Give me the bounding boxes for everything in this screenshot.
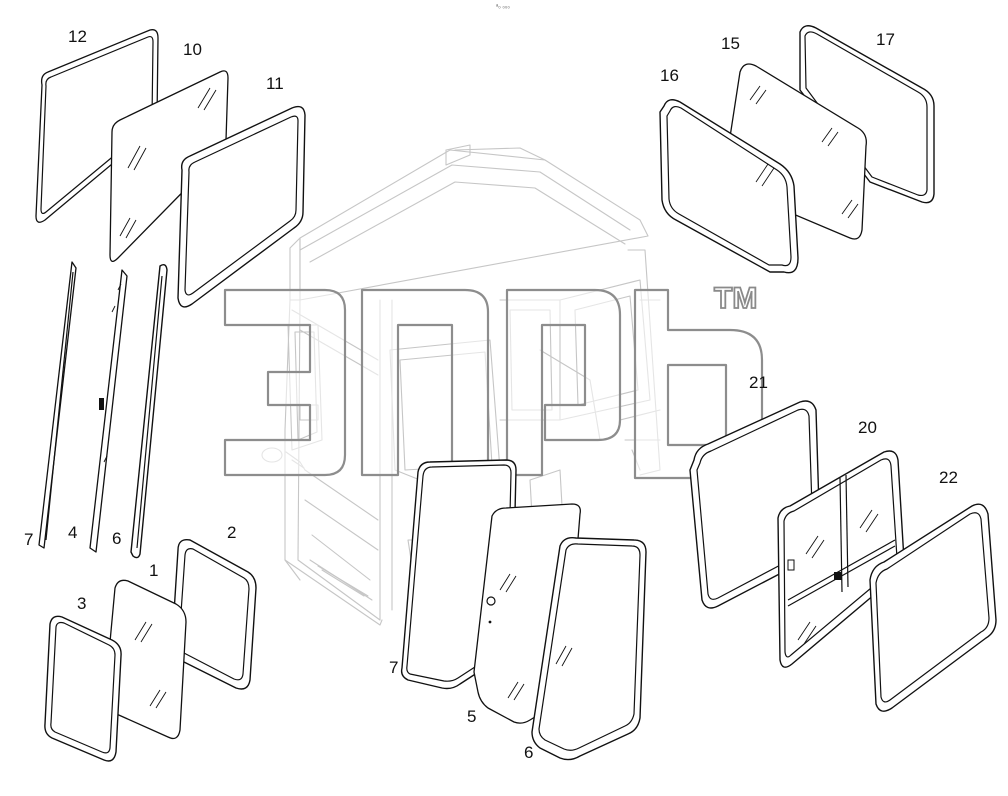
callout-10: 10	[183, 40, 202, 59]
seal-part-3	[44, 615, 122, 762]
callout-6-door: 6	[524, 743, 534, 762]
callout-16: 16	[660, 66, 679, 85]
corner-mark: ᵃ₀ ₀₀₀	[496, 4, 510, 10]
seal-part-6-door	[531, 536, 647, 761]
strip-part-4	[89, 269, 128, 553]
callout-3: 3	[77, 594, 87, 613]
callout-22: 22	[939, 468, 958, 487]
callout-5: 5	[467, 707, 477, 726]
callout-12: 12	[68, 27, 87, 46]
callout-7-door: 7	[389, 658, 399, 677]
strip-part-6-left	[130, 263, 168, 559]
callout-11: 11	[266, 74, 284, 93]
seal-part-22	[869, 503, 997, 712]
callout-2: 2	[227, 523, 237, 542]
callout-21: 21	[749, 373, 768, 392]
callout-17: 17	[876, 30, 895, 49]
glass-part-17	[799, 25, 935, 204]
seal-part-11	[177, 105, 306, 308]
callout-15: 15	[721, 34, 740, 53]
seal-part-16	[659, 99, 799, 274]
callout-20: 20	[858, 418, 877, 437]
watermark-logo	[223, 288, 764, 480]
callout-4: 4	[68, 523, 78, 542]
strip-part-7-left	[38, 261, 77, 549]
callout-6-left: 6	[112, 529, 122, 548]
trademark-symbol: TM	[713, 282, 758, 315]
callout-7-left: 7	[24, 530, 34, 549]
callout-1: 1	[149, 561, 159, 580]
